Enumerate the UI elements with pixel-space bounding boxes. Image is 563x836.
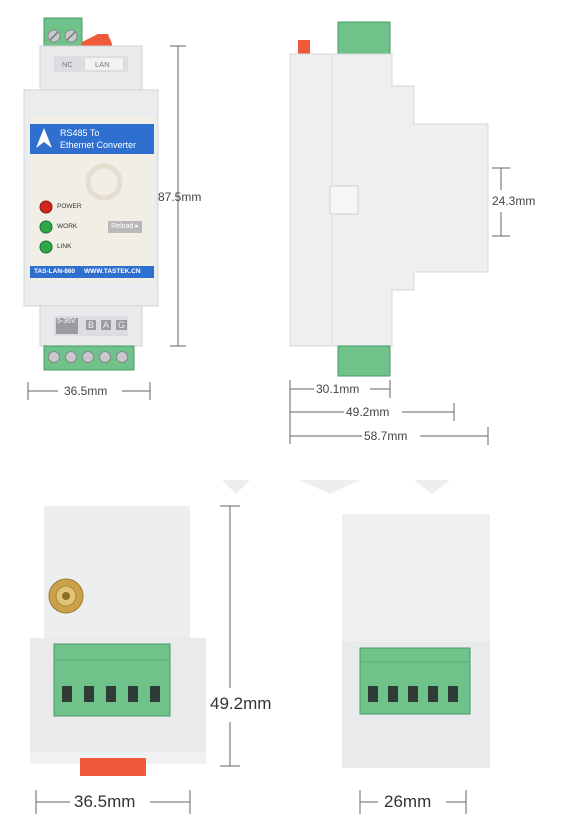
brand-line-2: Ethernet Converter [60, 140, 137, 150]
led-power-label: POWER [57, 203, 82, 210]
logo-icon [36, 128, 52, 148]
brand-line-1: RS485 To [60, 128, 100, 138]
bottom-right-width-label: 26mm [384, 792, 432, 811]
side-dim-58-label: 58.7mm [364, 429, 408, 443]
front-height-label: 87.5mm [158, 190, 202, 204]
port-nc-label: NC [62, 60, 73, 69]
side-dim-24-label: 24.3mm [492, 194, 536, 208]
reload-label: Reload [111, 223, 134, 230]
reload-button[interactable]: Reload ▸ [108, 221, 142, 233]
terminal-voltage-box [56, 318, 78, 334]
terminal-g-label: G [116, 320, 128, 330]
terminal-voltage-label: 5-36V [57, 318, 76, 325]
model-band [30, 266, 154, 278]
side-dim-30-label: 30.1mm [316, 382, 360, 396]
led-link-label: LINK [57, 243, 72, 250]
brand-band [30, 124, 154, 154]
terminal-b-label: B [86, 320, 97, 330]
website-label: WWW.TASTEK.CN [84, 268, 141, 275]
play-icon: ▸ [133, 223, 139, 230]
side-dim-49-label: 49.2mm [346, 405, 390, 419]
port-lan-label: LAN [95, 60, 110, 69]
front-width-label: 36.5mm [64, 384, 108, 398]
terminal-a-label: A [101, 320, 112, 330]
bottom-left-height-label: 49.2mm [210, 694, 272, 713]
bottom-left-width-label: 36.5mm [74, 792, 136, 811]
model-label: TAS-LAN-860 [34, 268, 76, 275]
led-work-label: WORK [57, 223, 78, 230]
